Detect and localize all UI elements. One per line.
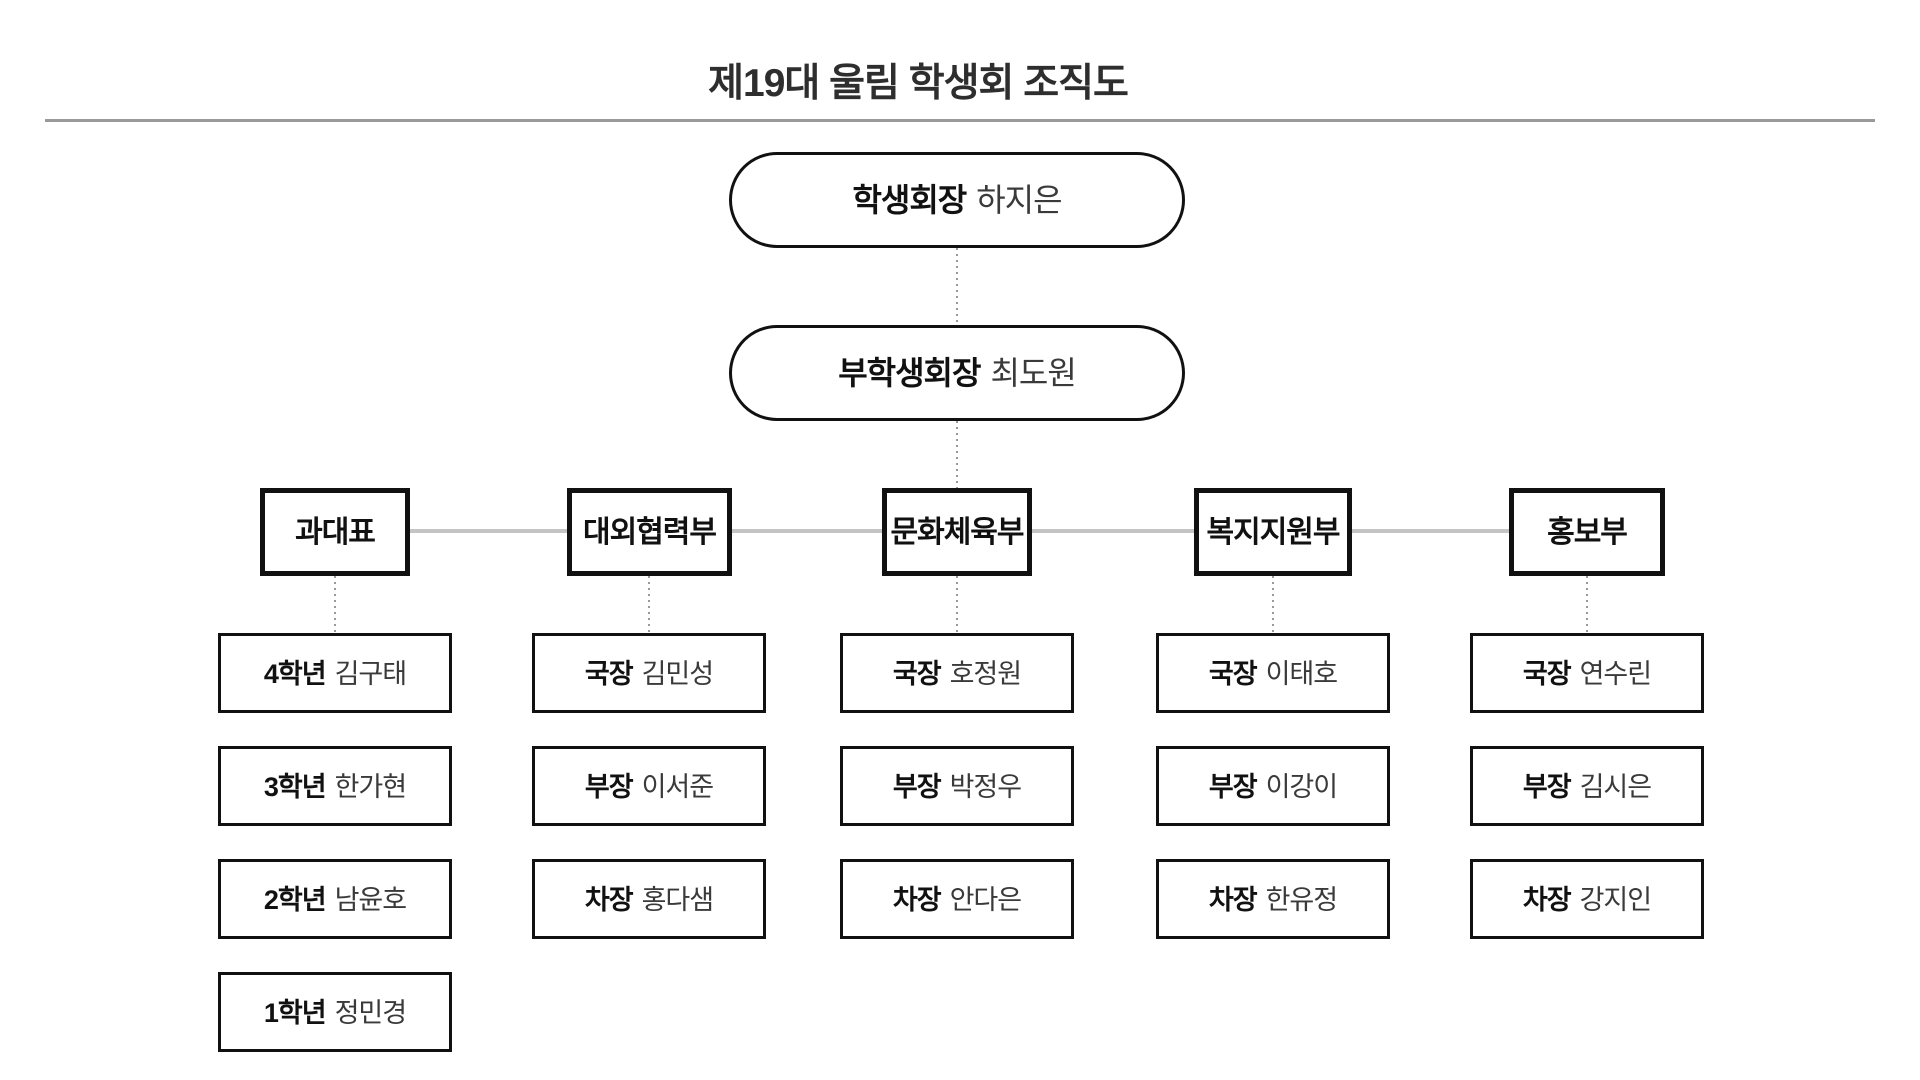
- connector-dept1-members: [334, 576, 336, 633]
- member-node: 국장 연수린: [1470, 633, 1704, 713]
- member-name-label: 박정우: [949, 771, 1023, 802]
- member-node: 부장 이강이: [1156, 746, 1390, 826]
- member-role-label: 부장: [892, 771, 942, 802]
- member-role-label: 2학년: [263, 884, 327, 915]
- member-name-label: 강지인: [1579, 884, 1653, 915]
- member-role-label: 4학년: [263, 658, 327, 689]
- member-node: 국장 호정원: [840, 633, 1074, 713]
- member-node: 부장 김시은: [1470, 746, 1704, 826]
- vice-president-node: 부학생회장 최도원: [729, 325, 1185, 421]
- connector-vice-departments: [956, 421, 958, 488]
- page-title: 제19대 울림 학생회 조직도: [708, 62, 1129, 105]
- department-node-daeoehyeopryeok: 대외협력부: [567, 488, 732, 576]
- member-role-label: 국장: [1522, 658, 1572, 689]
- member-role-label: 부장: [1208, 771, 1258, 802]
- president-node: 학생회장 하지은: [729, 152, 1185, 248]
- member-node: 차장 강지인: [1470, 859, 1704, 939]
- member-node: 부장 박정우: [840, 746, 1074, 826]
- connector-dept5-members: [1586, 576, 1588, 633]
- member-role-label: 차장: [1522, 884, 1572, 915]
- connector-dept3-members: [956, 576, 958, 633]
- member-role-label: 차장: [1208, 884, 1258, 915]
- member-name-label: 연수린: [1579, 658, 1653, 689]
- member-name-label: 이서준: [641, 771, 715, 802]
- member-node: 부장 이서준: [532, 746, 766, 826]
- member-name-label: 홍다샘: [641, 884, 715, 915]
- connector-president-vice: [956, 248, 958, 325]
- connector-dept2-members: [648, 576, 650, 633]
- title-divider: [45, 119, 1875, 122]
- member-node: 3학년 한가현: [218, 746, 452, 826]
- member-name-label: 김민성: [641, 658, 715, 689]
- member-name-label: 남윤호: [334, 884, 408, 915]
- member-name-label: 호정원: [949, 658, 1023, 689]
- member-node: 4학년 김구태: [218, 633, 452, 713]
- member-name-label: 한가현: [334, 771, 408, 802]
- member-role-label: 국장: [1208, 658, 1258, 689]
- member-role-label: 차장: [892, 884, 942, 915]
- member-node: 차장 홍다샘: [532, 859, 766, 939]
- member-role-label: 부장: [584, 771, 634, 802]
- member-name-label: 김구태: [334, 658, 408, 689]
- department-node-munhwacheyuk: 문화체육부: [882, 488, 1032, 576]
- member-name-label: 안다은: [949, 884, 1023, 915]
- member-node: 차장 한유정: [1156, 859, 1390, 939]
- department-node-bokjijiwon: 복지지원부: [1194, 488, 1352, 576]
- member-name-label: 이태호: [1265, 658, 1339, 689]
- member-name-label: 한유정: [1265, 884, 1339, 915]
- president-name-label: 하지은: [976, 182, 1062, 218]
- department-node-gwadaepyo: 과대표: [260, 488, 410, 576]
- member-node: 1학년 정민경: [218, 972, 452, 1052]
- member-role-label: 국장: [584, 658, 634, 689]
- member-role-label: 국장: [892, 658, 942, 689]
- member-name-label: 정민경: [334, 997, 408, 1028]
- member-name-label: 이강이: [1265, 771, 1339, 802]
- member-node: 2학년 남윤호: [218, 859, 452, 939]
- member-role-label: 1학년: [263, 997, 327, 1028]
- member-role-label: 부장: [1522, 771, 1572, 802]
- member-name-label: 김시은: [1579, 771, 1653, 802]
- connector-dept4-members: [1272, 576, 1274, 633]
- member-node: 국장 이태호: [1156, 633, 1390, 713]
- member-role-label: 차장: [584, 884, 634, 915]
- president-role-label: 학생회장: [852, 182, 967, 218]
- vice-president-role-label: 부학생회장: [838, 355, 981, 391]
- member-role-label: 3학년: [263, 771, 327, 802]
- vice-president-name-label: 최도원: [990, 355, 1076, 391]
- member-node: 차장 안다은: [840, 859, 1074, 939]
- member-node: 국장 김민성: [532, 633, 766, 713]
- department-node-hongbo: 홍보부: [1509, 488, 1665, 576]
